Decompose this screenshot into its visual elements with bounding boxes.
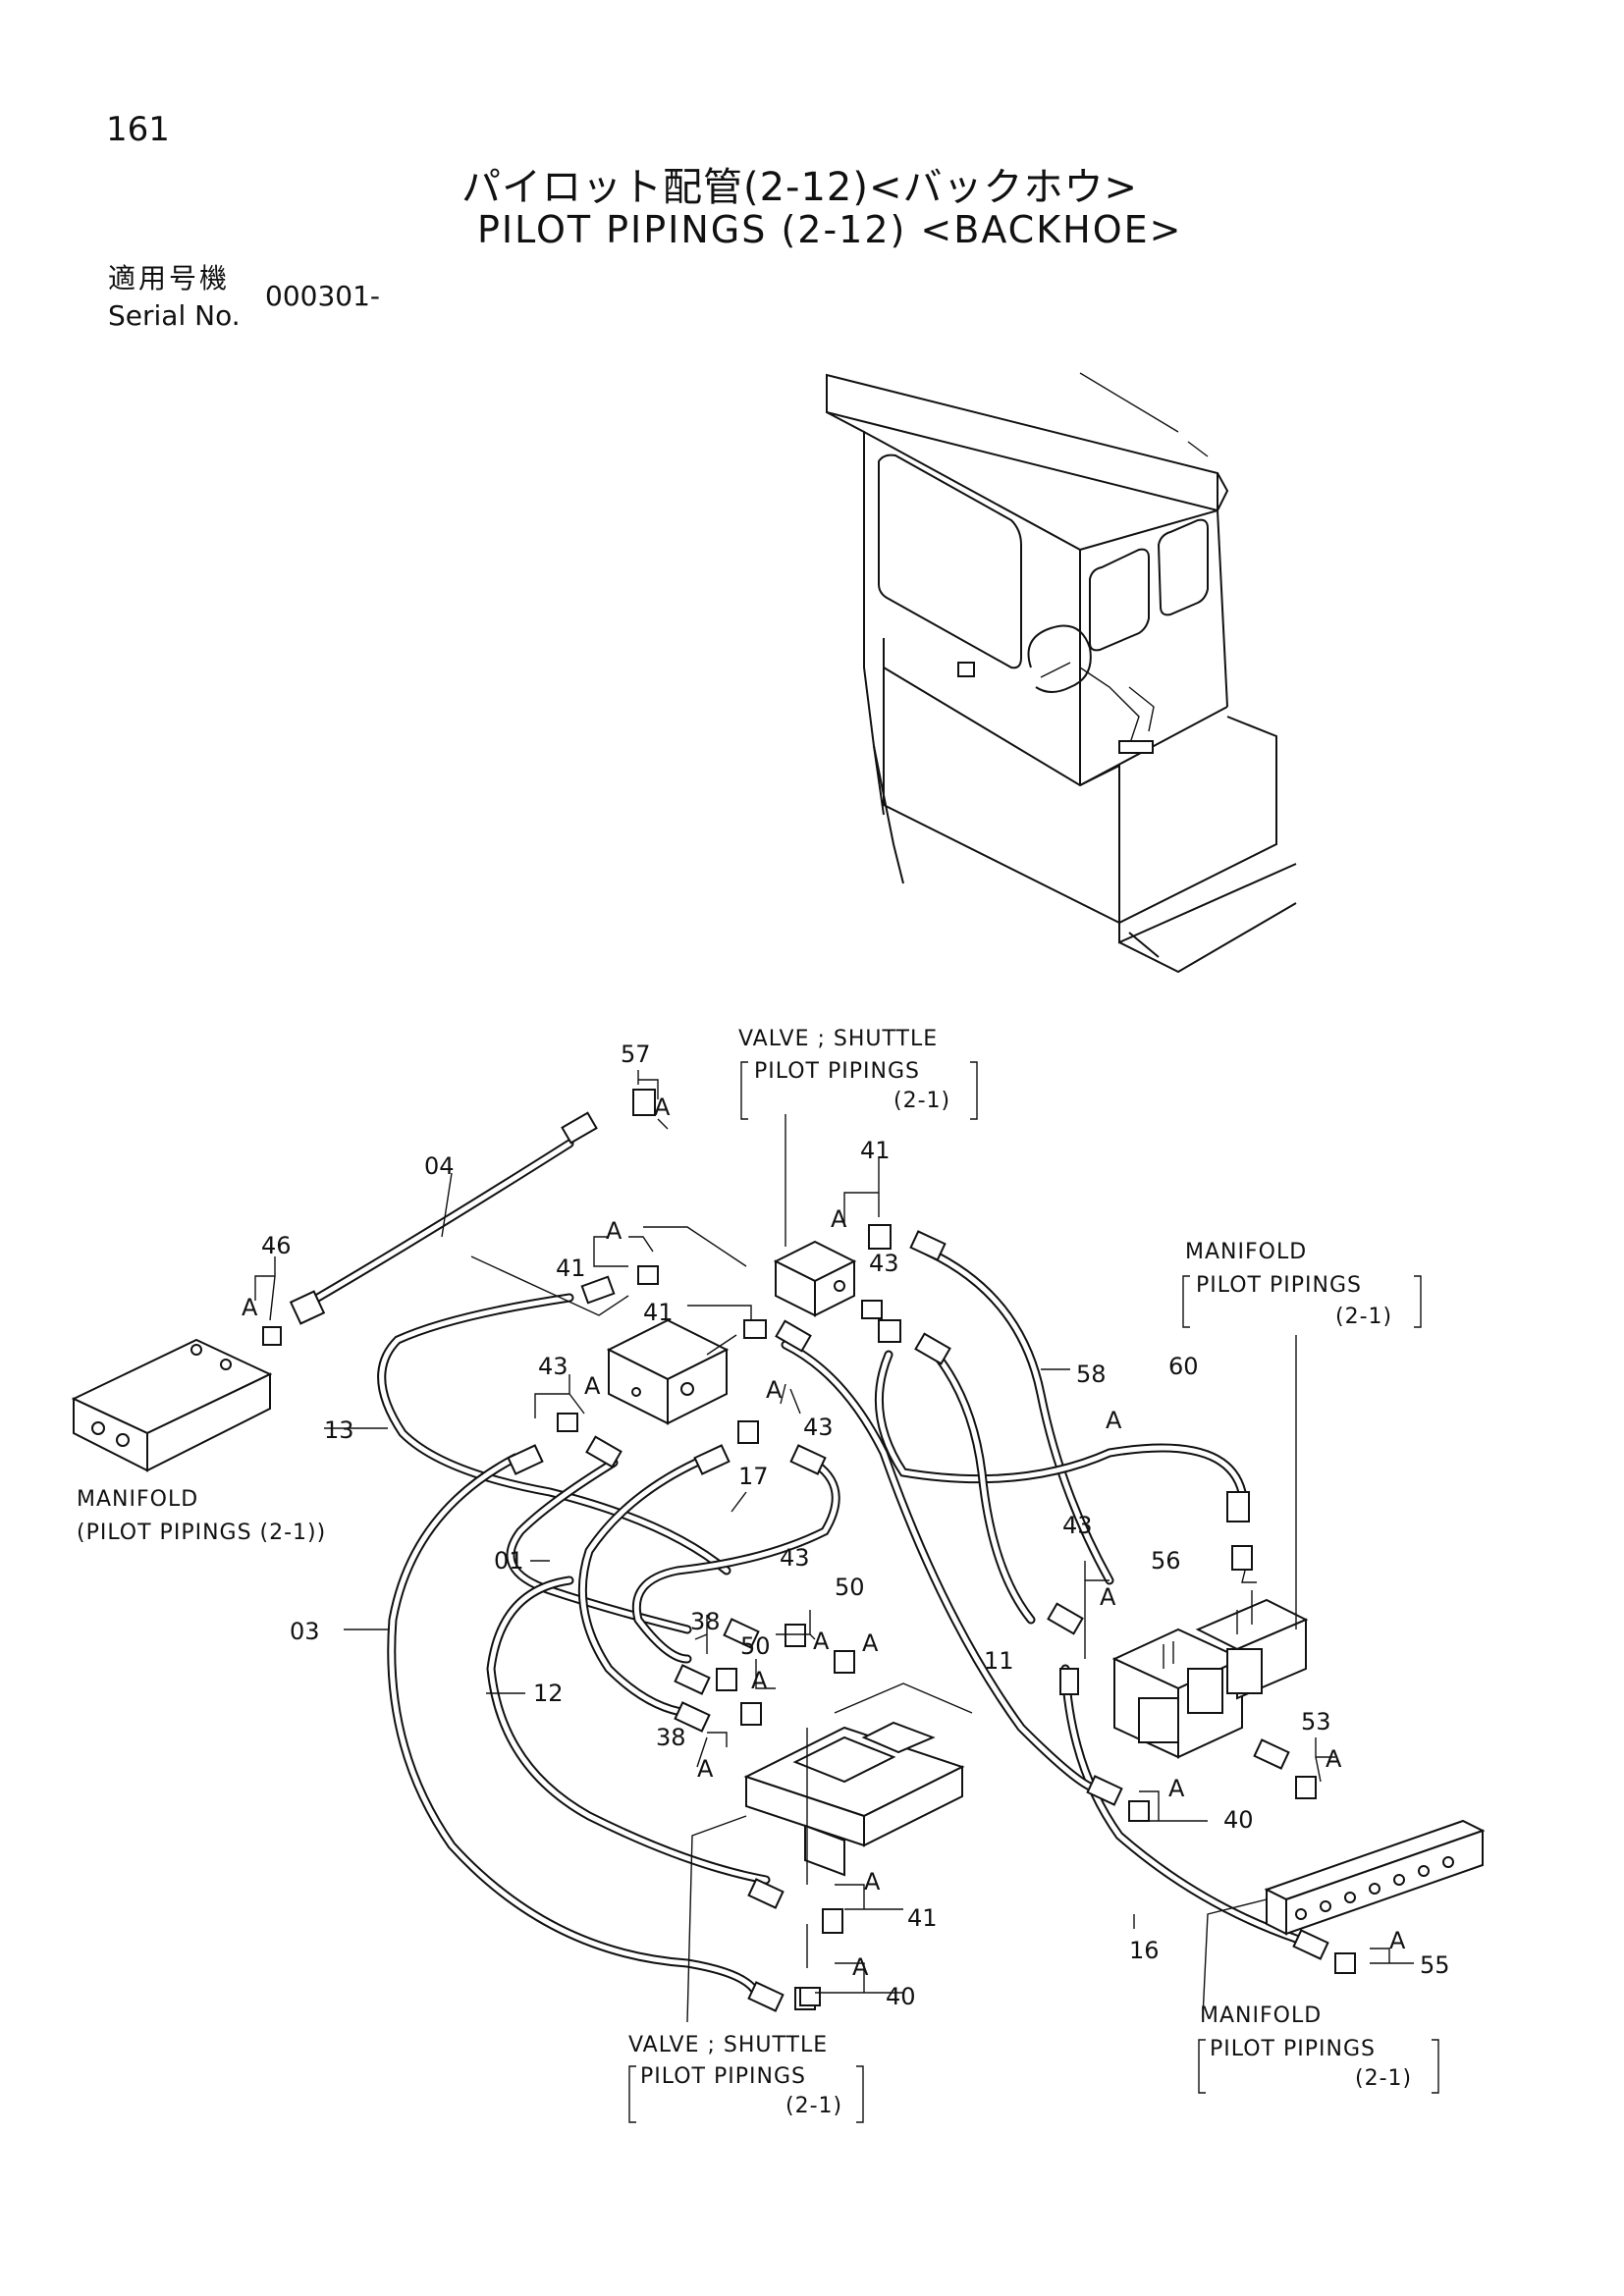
svg-text:(2-1): (2-1) [1355,2066,1412,2091]
svg-text:PILOT PIPINGS: PILOT PIPINGS [754,1059,920,1084]
part-number: 38 [690,1608,721,1635]
part-number: 41 [907,1904,938,1932]
serial-number-value: 000301- [265,280,380,312]
svg-text:(2-1): (2-1) [893,1089,950,1113]
serial-label-japanese: 適用号機 [108,262,231,294]
detail-a-mark: A [1389,1927,1406,1954]
leader-lines [254,1070,1414,2023]
svg-text:PILOT PIPINGS: PILOT PIPINGS [640,2064,806,2089]
svg-text:PILOT PIPINGS: PILOT PIPINGS [1196,1273,1362,1298]
part-number: 53 [1301,1708,1331,1735]
page-number: 161 [106,110,170,149]
center-block [606,1318,730,1425]
detail-a-mark: A [242,1294,258,1321]
part-number-labels: 57 04 46 41 43 41 41 43 43 58 60 13 17 0… [261,1041,1450,2010]
detail-a-mark: A [751,1667,768,1694]
part-number: 13 [324,1416,354,1444]
part-number: 38 [656,1724,686,1751]
hose-58 [923,1247,1114,1585]
part-number: 11 [984,1647,1014,1675]
fittings [262,1089,1356,2012]
part-number: 43 [869,1250,899,1277]
part-number: 41 [860,1137,891,1164]
detail-a-mark: A [654,1094,671,1121]
detail-a-mark: A [1168,1775,1185,1802]
manifold-bottom-block [1264,1819,1486,1936]
label-manifold-left: MANIFOLD (PILOT PIPINGS (2-1)) [77,1487,326,1545]
part-number: 60 [1168,1353,1199,1380]
label-valve-shuttle-bottom: VALVE ; SHUTTLE PILOT PIPINGS (2-1) [628,2033,864,2123]
hose-16 [1060,1664,1301,1944]
part-number: 40 [886,1983,916,2010]
label-valve-shuttle-top: VALVE ; SHUTTLE PILOT PIPINGS (2-1) [738,1027,978,1120]
serial-label-english: Serial No. [108,299,241,332]
part-number: 55 [1420,1951,1450,1979]
hose-17b [631,1453,840,1664]
part-number: 17 [738,1463,769,1490]
hose-13 [377,1293,731,1575]
label-manifold-bottom: MANIFOLD PILOT PIPINGS (2-1) [1198,2003,1439,2094]
hose-60 [874,1350,1247,1497]
part-number: 43 [538,1353,568,1380]
part-number: 50 [835,1574,865,1601]
hose-17 [577,1453,712,1718]
manifold-left-block [71,1338,273,1472]
detail-a-mark: A [1326,1745,1342,1773]
detail-a-mark: A [852,1953,869,1981]
excavator-cab-illustration [826,372,1297,974]
hose-center-long [781,1340,1095,1791]
part-number: 01 [494,1547,524,1575]
part-number: 57 [621,1041,651,1068]
part-number: 12 [533,1680,564,1707]
detail-a-marks: A A A A A A A A A A A A A A A A A [242,1094,1406,1981]
detail-a-mark: A [864,1868,881,1896]
part-number: 46 [261,1232,292,1259]
svg-text:MANIFOLD: MANIFOLD [1185,1240,1307,1264]
svg-text:MANIFOLD: MANIFOLD [77,1487,198,1512]
label-manifold-right: MANIFOLD PILOT PIPINGS (2-1) [1182,1240,1422,1329]
svg-text:VALVE ; SHUTTLE: VALVE ; SHUTTLE [628,2033,828,2057]
hose-04 [299,1139,574,1310]
part-number: 16 [1129,1937,1160,1964]
part-number: 41 [643,1299,674,1326]
detail-a-mark: A [697,1755,714,1783]
part-number: 50 [740,1632,771,1660]
hose-01 [506,1458,692,1634]
part-number: 41 [556,1255,586,1282]
detail-a-mark: A [766,1376,783,1404]
detail-a-mark: A [1106,1407,1122,1434]
svg-text:(2-1): (2-1) [785,2094,842,2118]
detail-a-mark: A [1100,1583,1116,1611]
title-english: PILOT PIPINGS (2-12) <BACKHOE> [477,208,1183,251]
svg-text:(2-1): (2-1) [1335,1305,1392,1329]
solenoid-valve-block-right [1111,1590,1309,1759]
title-japanese: パイロット配管(2-12)<バックホウ> [461,165,1139,210]
svg-text:PILOT PIPINGS: PILOT PIPINGS [1210,2037,1376,2061]
part-number: 43 [803,1414,834,1441]
detail-a-mark: A [862,1629,879,1657]
part-number: 56 [1151,1547,1181,1575]
detail-a-mark: A [606,1217,623,1245]
detail-a-mark: A [813,1628,830,1655]
svg-text:MANIFOLD: MANIFOLD [1200,2003,1322,2028]
valve-shuttle-top-block [773,1240,857,1317]
svg-text:(PILOT PIPINGS (2-1)): (PILOT PIPINGS (2-1)) [77,1521,326,1545]
svg-text:VALVE ; SHUTTLE: VALVE ; SHUTTLE [738,1027,938,1051]
valve-shuttle-bottom-block [743,1682,973,1877]
hose-11 [923,1340,1036,1625]
detail-a-mark: A [831,1205,847,1233]
part-number: 43 [780,1544,810,1572]
part-number: 03 [290,1618,320,1645]
part-number: 43 [1062,1512,1093,1539]
part-number: 40 [1223,1806,1254,1834]
detail-a-mark: A [584,1372,601,1400]
hose-12 [486,1575,771,1885]
part-number: 58 [1076,1361,1107,1388]
part-number: 04 [424,1152,455,1180]
hose-03 [387,1453,761,1998]
